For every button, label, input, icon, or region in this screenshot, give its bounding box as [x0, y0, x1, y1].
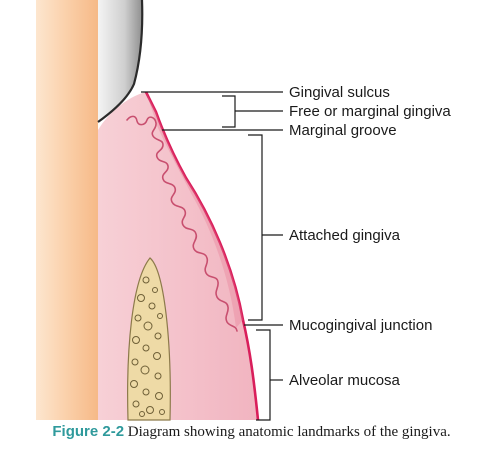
- gingiva-surface-edge: [144, 91, 260, 421]
- alveolar-mucosa-bracket: [256, 329, 271, 421]
- rete-pegs: [126, 115, 238, 332]
- label-alveolar-mucosa: Alveolar mucosa: [289, 372, 401, 389]
- label-gingival-sulcus: Gingival sulcus: [289, 84, 390, 101]
- bone-trabeculae: [130, 276, 165, 417]
- figure-caption-text: Diagram showing anatomic landmarks of th…: [127, 424, 451, 440]
- free-gingiva-bracket: [222, 95, 236, 128]
- label-mucogingival-junction: Mucogingival junction: [289, 317, 432, 334]
- enamel-outline: [97, 0, 144, 123]
- leader-lines: [141, 91, 283, 421]
- enamel-crown: [98, 0, 143, 122]
- label-free-gingiva: Free or marginal gingiva: [289, 103, 451, 120]
- gingiva-body: [98, 92, 258, 420]
- figure-number: Figure 2-2: [52, 423, 125, 440]
- label-marginal-groove: Marginal groove: [289, 122, 397, 139]
- figure-caption: Figure 2-2 Diagram showing anatomic land…: [0, 423, 503, 441]
- alveolar-bone: [127, 257, 171, 421]
- label-attached-gingiva: Attached gingiva: [289, 227, 401, 244]
- epithelium-band: [146, 92, 243, 328]
- attached-gingiva-bracket: [248, 134, 263, 321]
- tooth-root: [36, 0, 98, 420]
